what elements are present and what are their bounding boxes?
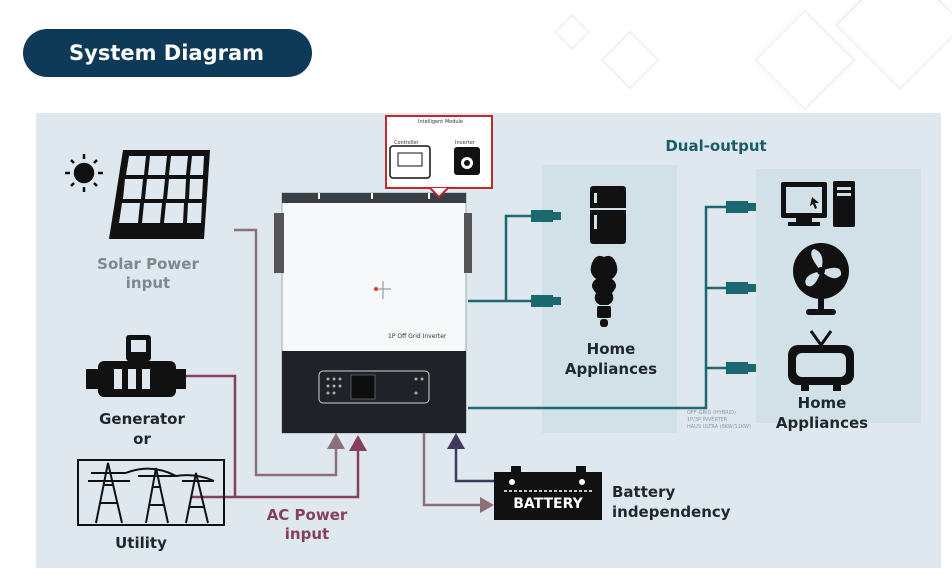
generator-icon: [86, 335, 186, 397]
controller-label: Controller: [394, 140, 419, 146]
utility-line: [191, 447, 360, 499]
section-title: System Diagram: [23, 29, 312, 77]
computer-icon: [781, 181, 855, 227]
utility-towers-icon: [77, 459, 225, 526]
battery-charge-line: [422, 431, 486, 507]
solar-input-line: [234, 228, 338, 477]
solar-input-arrow: [327, 433, 345, 449]
output-line-left: [468, 214, 532, 303]
intelligent-module-callout: [385, 115, 493, 199]
ac-input-arrow: [349, 435, 367, 451]
ac-power-input-label: AC Power input: [266, 506, 348, 543]
generator-label: Generator or: [99, 410, 185, 448]
battery-discharge-arrow: [447, 433, 465, 449]
light-bulb-icon: [590, 255, 618, 327]
fine-print-3: HAUS ULTRA (8KW/11KW): [687, 424, 751, 430]
plug-connectors: [531, 201, 756, 374]
utility-label: Utility: [115, 534, 167, 552]
fine-print-1: OFF-GRID (HYBRID): [687, 410, 736, 416]
battery-label: BATTERY: [513, 496, 583, 512]
inverter-unit-icon: [274, 192, 472, 434]
home-appliances-right-label: Home Appliances: [775, 394, 869, 432]
battery-independency-label: Battery independency: [612, 483, 731, 521]
fan-icon: [793, 243, 849, 315]
fine-print-2: 1P/3P INVERTER: [687, 417, 728, 423]
sun-icon: [65, 154, 103, 192]
fridge-icon: [590, 186, 626, 244]
television-icon: [788, 330, 854, 391]
battery-discharge-line: [454, 445, 494, 483]
battery-icon: [494, 466, 602, 520]
diagram-graphics: [65, 115, 921, 526]
intelligent-module-title: Intelligent Module: [418, 119, 463, 125]
home-appliances-left-label: Home Appliances: [564, 340, 658, 378]
module-inverter-label: Inverter: [455, 140, 475, 146]
system-diagram: Solar Power input Generator or Utility A…: [36, 113, 941, 568]
solar-power-input-label: Solar Power input: [97, 255, 199, 292]
background-diamond-pattern: [553, 0, 952, 111]
solar-panel-icon: [109, 150, 210, 239]
generator-line: [186, 374, 237, 497]
battery-charge-arrow: [480, 497, 494, 513]
output-line-right: [468, 205, 726, 410]
inverter-model-label: 1P Off Grid Inverter: [388, 333, 447, 340]
dual-output-label: Dual-output: [665, 137, 767, 155]
